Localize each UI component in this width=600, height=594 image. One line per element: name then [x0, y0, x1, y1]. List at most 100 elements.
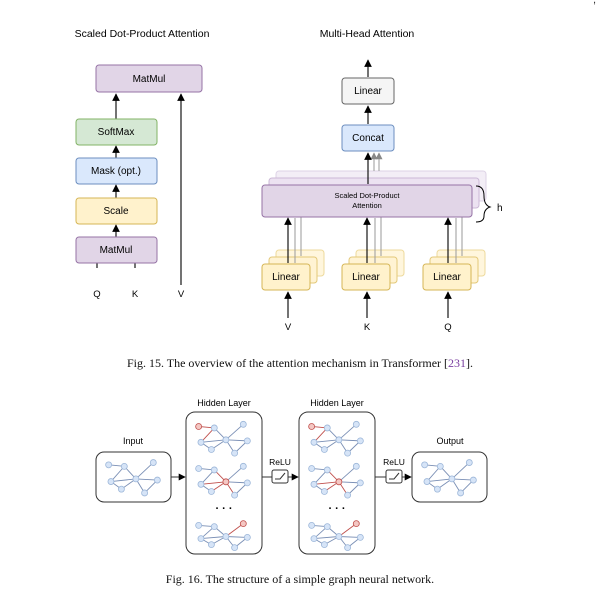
mha-linear-v-label: Linear: [272, 272, 300, 283]
graph-edge: [338, 439, 361, 442]
relu-activation-icon: [271, 469, 289, 484]
figure-15-caption-end: ].: [466, 356, 474, 370]
graph-node: [207, 541, 215, 548]
graph-edge: [338, 536, 361, 538]
graph-node: [210, 424, 218, 432]
graph-node: [243, 534, 251, 541]
graph-node: [344, 491, 352, 499]
figure-16-caption: Fig. 16. The structure of a simple graph…: [165, 572, 435, 586]
mha-concat-box: [341, 124, 395, 152]
graph-node: [469, 476, 477, 484]
graph-node: [239, 462, 247, 470]
mha-concat-label: Concat: [352, 133, 384, 144]
graph-node: [239, 520, 247, 527]
graph-node: [222, 478, 230, 486]
citation-link[interactable]: 231: [448, 356, 467, 370]
graph-edge: [110, 478, 136, 483]
graph-node: [308, 522, 316, 529]
graph-node: [433, 485, 441, 493]
graph-node: [323, 523, 331, 530]
mha-sdpa-label-2: Attention: [352, 201, 382, 210]
graph-node: [132, 475, 140, 483]
mha-linear-v-box: [261, 263, 311, 291]
graph-node: [222, 533, 230, 540]
graph-node: [448, 475, 456, 483]
graph-edge: [225, 536, 248, 538]
graph-edge: [135, 478, 158, 481]
mha-linear-k-label: Linear: [352, 272, 380, 283]
graph-edge: [313, 439, 339, 443]
graph-node: [356, 437, 364, 445]
sdpa-q-label: Q: [93, 289, 100, 300]
sdpa-mask-box: [75, 157, 158, 185]
graph-edge: [338, 423, 357, 441]
graph-node: [243, 479, 251, 487]
graph-edge: [135, 462, 154, 480]
graph-node: [207, 488, 215, 495]
graph-edge: [338, 465, 357, 483]
sdpa-scale-label: Scale: [103, 206, 128, 217]
graph-node: [141, 489, 149, 497]
graph-node: [320, 488, 328, 495]
gnn-hidden2-title: Hidden Layer: [310, 398, 364, 408]
graph-node: [195, 522, 203, 529]
sdpa-softmax-box: [75, 118, 158, 146]
gnn-input-title: Input: [123, 436, 144, 446]
graph-node: [149, 459, 157, 466]
gnn-hidden1-title: Hidden Layer: [197, 398, 251, 408]
sdpa-matmul-bottom-box: [75, 236, 158, 264]
graph-node: [323, 424, 331, 432]
graph-node: [195, 465, 203, 472]
mha-grey-arrows: [294, 152, 463, 263]
mha-sdpa-box: [261, 184, 473, 218]
sdpa-matmul-top-box: [95, 64, 203, 93]
graph-node: [239, 420, 247, 428]
gnn-hidden2-ellipsis: · · ·: [328, 503, 345, 515]
graph-node: [352, 462, 360, 470]
figure-15-caption: Fig. 15. The overview of the attention m…: [0, 356, 600, 371]
graph-node: [421, 461, 429, 469]
graph-node: [465, 459, 473, 466]
graph-node: [352, 520, 360, 527]
graph-edge: [225, 439, 248, 442]
graph-node: [320, 541, 328, 548]
graph-node: [356, 534, 364, 541]
gnn-relu1-label: ReLU: [269, 457, 291, 467]
graph-node: [222, 436, 230, 444]
mha-linear-top-label: Linear: [354, 86, 382, 97]
graph-node: [120, 462, 128, 470]
graph-edge: [200, 536, 226, 540]
gnn-hidden1-ellipsis: · · ·: [215, 503, 232, 515]
graph-node: [310, 535, 318, 542]
graph-edge: [338, 523, 357, 537]
graph-node: [231, 491, 239, 499]
graph-edge: [200, 481, 226, 485]
graph-node: [457, 489, 465, 497]
graph-node: [231, 449, 239, 457]
graph-node: [436, 462, 444, 470]
graph-node: [231, 544, 239, 551]
graph-node: [105, 461, 113, 469]
mha-linear-q-box: [422, 263, 472, 291]
heads-count-label: h: [497, 203, 503, 214]
graph-node: [195, 423, 203, 430]
mha-v-label: V: [285, 322, 292, 333]
sdpa-v-label: V: [178, 289, 185, 300]
graph-node: [207, 446, 215, 453]
mha-arrows: [284, 59, 452, 318]
graph-node: [210, 523, 218, 530]
graph-edge: [225, 481, 248, 484]
sdpa-softmax-label: SoftMax: [98, 127, 135, 138]
gnn-graph-drawings: [105, 420, 477, 551]
graph-node: [310, 480, 318, 488]
mha-linear-q-label: Linear: [433, 272, 461, 283]
graph-edge: [313, 481, 339, 485]
graph-node: [335, 478, 343, 486]
graph-node: [210, 466, 218, 474]
graph-node: [323, 466, 331, 474]
graph-node: [243, 437, 251, 445]
graph-node: [118, 485, 125, 493]
mha-q-label: Q: [444, 322, 451, 333]
graph-edge: [451, 462, 470, 480]
sdpa-matmul-bottom-label: MatMul: [100, 245, 133, 256]
